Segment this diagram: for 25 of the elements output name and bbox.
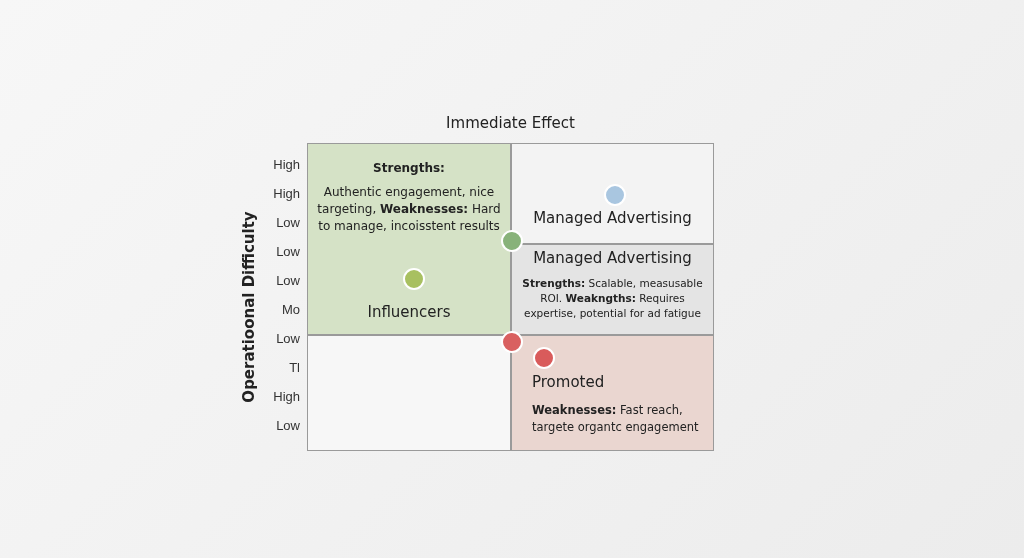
description: Strengths: Scalable, measusable ROI. Weakngths: Requires expertise, potential for ad fatigue bbox=[521, 276, 704, 321]
description: Authentic engagement, nice targeting, Weaknesses: Hard to manage, incoisstent results bbox=[316, 184, 502, 235]
axis-tick-label: Low bbox=[275, 331, 300, 346]
axis-tick-label: Tl bbox=[288, 360, 300, 375]
axis-tick-label: Low bbox=[275, 273, 300, 288]
description: Weaknesses: Fast reach, targete organtc engagement bbox=[532, 402, 700, 436]
axis-tick-label: Low bbox=[275, 215, 300, 230]
axis-tick-label: Low bbox=[275, 244, 300, 259]
axis-tick-label: High bbox=[272, 186, 300, 201]
quadrant-title: Influencers bbox=[366, 304, 452, 321]
axis-tick-label: Low bbox=[275, 418, 300, 433]
quadrant-panel bbox=[307, 143, 511, 335]
axis-tick-label: High bbox=[272, 157, 300, 172]
quadrant-title: Managed Advertising bbox=[532, 250, 693, 267]
quadrant-panel bbox=[511, 244, 714, 335]
axis-tick-label: Mo bbox=[280, 302, 300, 317]
quadrant-panel bbox=[307, 335, 511, 451]
axis-title: Operatioonal Difficulty bbox=[240, 210, 258, 405]
axis-tick-label: High bbox=[272, 389, 300, 404]
quadrant-panel bbox=[511, 143, 714, 244]
heading: Strengths: bbox=[372, 160, 446, 177]
quadrant-panel bbox=[511, 335, 714, 451]
quadrant-title: Managed Advertising bbox=[532, 210, 693, 227]
axis-title: Immediate Effect bbox=[445, 114, 576, 132]
quadrant-title: Promoted bbox=[532, 374, 606, 391]
